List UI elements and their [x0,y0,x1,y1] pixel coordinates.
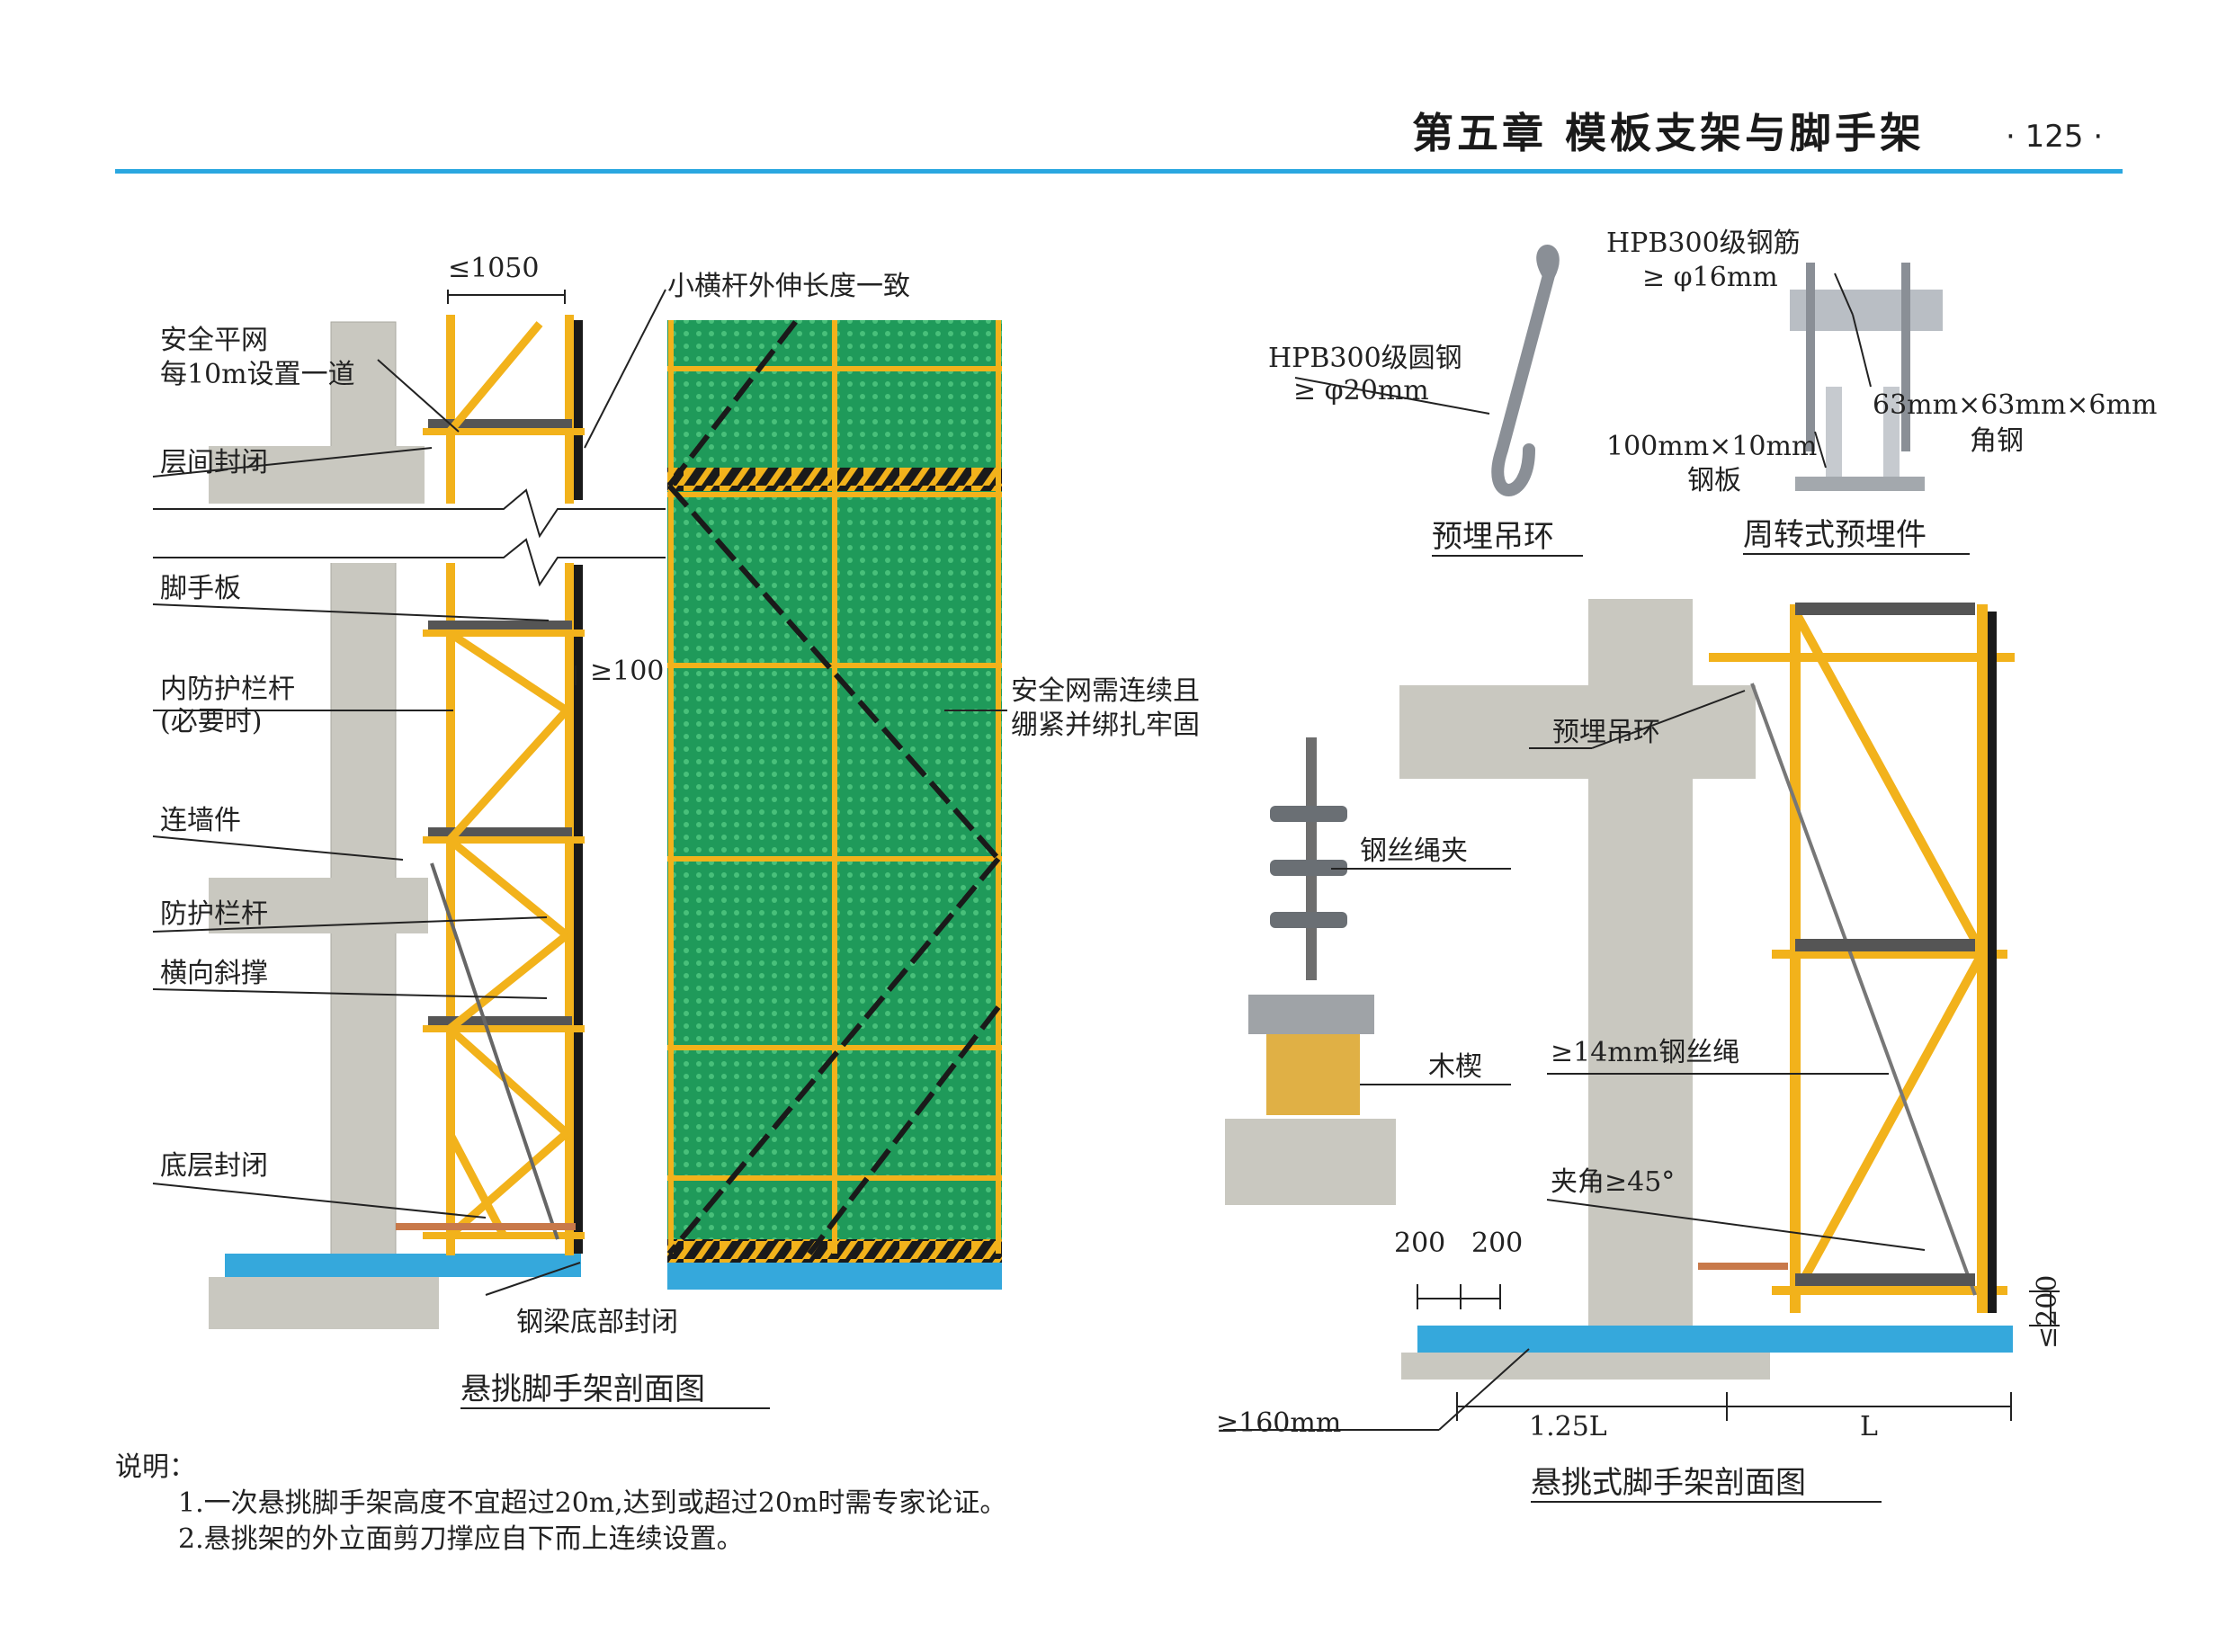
label-angle: 夹角≥45° [1551,1166,1675,1198]
label-floor-closure: 层间封闭 [160,447,268,478]
label-beam-bottom-closure: 钢梁底部封闭 [516,1307,678,1338]
scaffold-standard [446,315,455,504]
plate-label: 钢板 [1687,465,1741,496]
wood-wedge [1266,1034,1360,1115]
note-item-2: 2.悬挑架的外立面剪刀撑应自下而上连续设置。 [178,1523,744,1555]
break-band [153,504,657,563]
label-hook: 预埋吊环 [1552,717,1660,748]
header-divider [115,169,2123,174]
label-inner-rail-note: (必要时) [160,706,262,737]
label-small-bar: 小横杆外伸长度一致 [667,271,910,302]
dim-lt200: ≤200 [2032,1275,2063,1349]
outer-net-edge [574,320,583,500]
page-title: 第五章 模板支架与脚手架 [1412,109,1926,157]
left-callouts [152,289,1007,1296]
embed-rebar: HPB300级钢筋 [1606,228,1801,259]
base-slab [209,1277,439,1329]
scaffold-standard [565,315,574,504]
label-safety-net: 安全平网 [160,325,268,356]
label-scaffold-board: 脚手板 [160,573,241,604]
wire-rope [1750,683,1977,1296]
scaffold-standard [565,563,574,1255]
label-safety-net-interval: 每10m设置一道 [160,359,355,390]
label-wedge: 木楔 [1428,1051,1482,1083]
outer-net-edge [574,565,583,1254]
label-clamp: 钢丝绳夹 [1360,835,1468,867]
label-rope: ≥14mm钢丝绳 [1551,1037,1739,1068]
dim-125L: 1.25L [1529,1411,1607,1442]
plate-size: 100mm×10mm [1606,431,1817,462]
left-caption: 悬挑脚手架剖面图 [460,1371,705,1407]
wire-rope [430,862,559,1240]
label-inner-rail: 内防护栏杆 [160,674,295,705]
floor-slab [209,878,428,933]
right-caption: 悬挑式脚手架剖面图 [1531,1465,1806,1501]
embed-caption: 周转式预埋件 [1743,517,1927,553]
label-wall-tie: 连墙件 [160,805,241,836]
embed-rebar-diameter: ≥ φ16mm [1642,262,1778,293]
notes-title: 说明： [115,1451,196,1483]
hook-material: HPB300级圆钢 [1268,343,1462,374]
note-item-1: 1.一次悬挑脚手架高度不宜超过20m,达到或超过20m时需专家论证。 [178,1487,1007,1519]
label-net-note: 安全网需连续且 [1011,675,1200,707]
dim-width-label: ≤1050 [448,253,539,284]
clamp-plate [1248,995,1374,1034]
embed-part-detail: HPB300级钢筋 ≥ φ16mm 63mm×63mm×6mm 角钢 100mm… [1606,228,2157,555]
label-bottom-closure: 底层封闭 [160,1150,268,1182]
outer-net-edge [1988,612,1997,1313]
cantilever-beam-end [667,1263,1002,1290]
dim-160: ≥160mm [1216,1407,1341,1439]
floor-slab [209,446,425,504]
break-line [153,488,666,539]
cantilever-beam [225,1254,581,1277]
dim-200-a: 200 [1394,1228,1445,1259]
base-slab [1401,1353,1770,1380]
notes-block: 说明： 1.一次悬挑脚手架高度不宜超过20m,达到或超过20m时需专家论证。 2… [115,1450,1006,1558]
break-line [153,538,666,587]
label-net-note-2: 绷紧并绑扎牢固 [1011,710,1200,741]
steel-plate [1795,477,1925,491]
label-cross-brace: 横向斜撑 [160,958,268,989]
hook-diameter: ≥ φ20mm [1293,375,1429,406]
label-guard-rail: 防护栏杆 [160,898,268,930]
right-callouts [1223,690,2060,1431]
right-section-drawing [1399,599,2015,1380]
net-elevation [666,318,1002,1290]
right-labels: 预埋吊环 钢丝绳夹 木楔 ≥14mm钢丝绳 夹角≥45° 200 200 ≤20… [1216,717,2063,1503]
scaffold-standard [446,563,455,1255]
wire-rope-end [1306,737,1317,980]
dim-200-b: 200 [1471,1228,1523,1259]
bottom-closure-board [396,1223,576,1230]
wedge-base [1225,1119,1396,1205]
page-number: · 125 · [2006,119,2104,155]
dim-gap-label: ≥100 [590,656,664,687]
lifting-hook-shape [1491,245,1560,496]
angle-steel-size: 63mm×63mm×6mm [1873,389,2157,421]
angle-steel-label: 角钢 [1970,425,2024,457]
wedge-detail [1225,737,1396,1205]
angle-steel [1790,290,1943,331]
left-section-drawing [153,315,666,1329]
hook-caption: 预埋吊环 [1432,519,1554,555]
cantilever-beam [1417,1326,2013,1353]
dim-L: L [1860,1411,1878,1442]
left-labels: ≤1050 安全平网 每10m设置一道 层间封闭 脚手板 内防护栏杆 (必要时)… [160,253,1200,1409]
floor-slab [1399,685,1756,779]
lifting-hook-detail: HPB300级圆钢 ≥ φ20mm 预埋吊环 [1268,245,1583,557]
